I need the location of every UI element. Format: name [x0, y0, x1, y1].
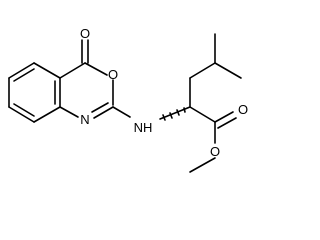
bond-cester-o-carbonyl	[214, 111, 234, 123]
atom-labels: O O N NH O O	[80, 26, 248, 159]
bond-c2-n-ring-double	[91, 102, 109, 113]
bond-c8-c8a	[33, 106, 61, 123]
bond-inner-c7-c8	[13, 103, 35, 117]
bond-c4a-c4	[59, 62, 86, 79]
atom-o-ester-carbonyl: O	[238, 102, 248, 117]
atom-o-ring: O	[108, 67, 118, 82]
hash-2	[169, 112, 173, 119]
hash-3	[176, 109, 180, 116]
atom-o-carbonyl: O	[80, 26, 90, 41]
bond-calpha-cester	[189, 106, 216, 123]
atom-n-ring: N	[80, 112, 89, 127]
atom-o-ester: O	[210, 144, 220, 159]
bond-inner-c5-c6	[13, 68, 35, 82]
bond-o-ester-ch3	[189, 157, 216, 173]
bond-c7-c8	[8, 106, 35, 123]
bond-c2-nh	[112, 106, 131, 118]
bond-c4a-c5	[33, 62, 61, 79]
chemical-structure-diagram: O O N NH O O	[8, 26, 248, 173]
benzene-ring	[8, 62, 61, 123]
bond-c5-c6	[8, 62, 35, 79]
bond-cester-o-carbonyl-double	[217, 117, 237, 129]
hash-4	[183, 107, 186, 113]
hash-1	[162, 114, 166, 121]
bond-c4-o-ring	[84, 62, 108, 76]
atom-n-amine: NH	[134, 120, 153, 135]
bond-ch-ch3-right	[214, 62, 242, 79]
atom-n-amine-symbol: N	[134, 120, 143, 135]
bond-ch2-ch	[189, 62, 216, 79]
bond-n-ring-c8a	[59, 106, 79, 118]
leucine-side-chain	[112, 33, 242, 173]
bond-c2-n-ring	[93, 106, 114, 119]
atom-n-amine-hydrogen: H	[143, 120, 152, 135]
oxazinone-ring	[59, 39, 114, 119]
stereo-hash-wedge	[162, 107, 186, 121]
